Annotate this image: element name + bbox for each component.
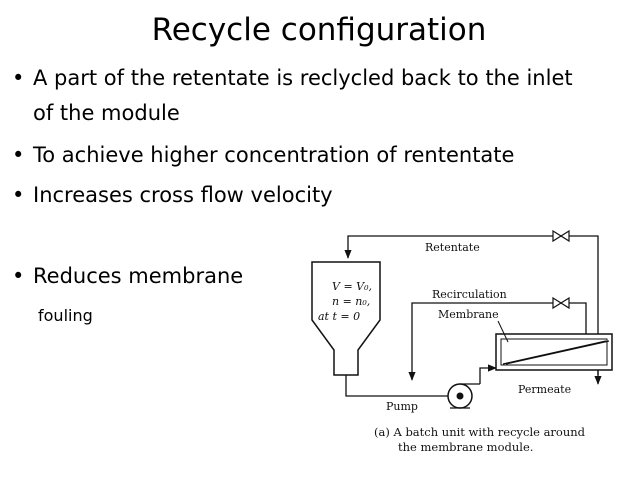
tank-condition-volume: V = V₀,: [332, 280, 372, 293]
label-permeate: Permeate: [518, 383, 571, 396]
bullet-marker: •: [12, 183, 25, 207]
label-membrane: Membrane: [438, 308, 499, 321]
tank-outlet-line: [345, 375, 448, 397]
recirculation-valve: [552, 296, 570, 310]
membrane-pointer: [497, 320, 509, 343]
tank-condition-time: at t = 0: [318, 310, 360, 323]
membrane-module: [495, 333, 613, 371]
diagram-caption-line-2: the membrane module.: [398, 440, 533, 454]
bullet-marker: •: [12, 143, 25, 167]
bullet-marker: •: [12, 66, 25, 90]
bullet-4-subtext: fouling: [38, 306, 93, 325]
bullet-marker: •: [12, 264, 25, 288]
pump-icon: [447, 383, 480, 409]
bullet-1-line-2: of the module: [33, 101, 180, 125]
pump-discharge-line: [479, 364, 497, 384]
retentate-line: [344, 235, 599, 375]
recirculation-line: [408, 302, 587, 381]
bullet-4-line-1: Reduces membrane: [33, 264, 244, 288]
bullet-1-line-1: A part of the retentate is reclycled bac…: [33, 66, 573, 90]
retentate-valve: [552, 229, 570, 243]
tank-condition-n: n = n₀,: [332, 295, 370, 308]
label-pump: Pump: [386, 400, 418, 413]
slide-title: Recycle configuration: [151, 12, 487, 48]
diagram-caption-line-1: (a) A batch unit with recycle around: [374, 425, 586, 439]
label-retentate: Retentate: [425, 241, 480, 254]
bullet-3-line-1: Increases cross flow velocity: [33, 183, 333, 207]
label-recirculation: Recirculation: [432, 288, 507, 301]
bullet-2-line-1: To achieve higher concentration of rente…: [33, 143, 515, 167]
feed-tank: [311, 261, 381, 376]
